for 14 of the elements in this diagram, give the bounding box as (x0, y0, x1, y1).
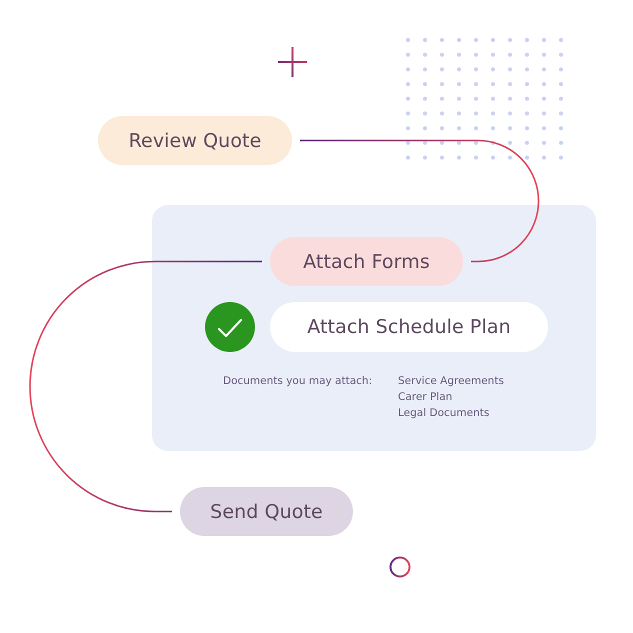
step-pill (180, 487, 353, 536)
step-pill (98, 116, 292, 165)
step-label: Review Quote (128, 130, 262, 152)
step-label: Attach Forms (303, 250, 430, 272)
list-item: Service Agreements (398, 374, 504, 388)
panel-card (152, 205, 596, 451)
list-item: Legal Documents (398, 406, 490, 420)
list-heading: Documents you may attach: (223, 374, 372, 388)
connector-line (300, 140, 540, 262)
step-label: Attach Schedule Plan (307, 316, 511, 338)
connector-line (29, 260, 262, 512)
step-pill (270, 237, 463, 286)
step-label: Send Quote (210, 500, 323, 522)
list-item: Carer Plan (398, 390, 452, 404)
